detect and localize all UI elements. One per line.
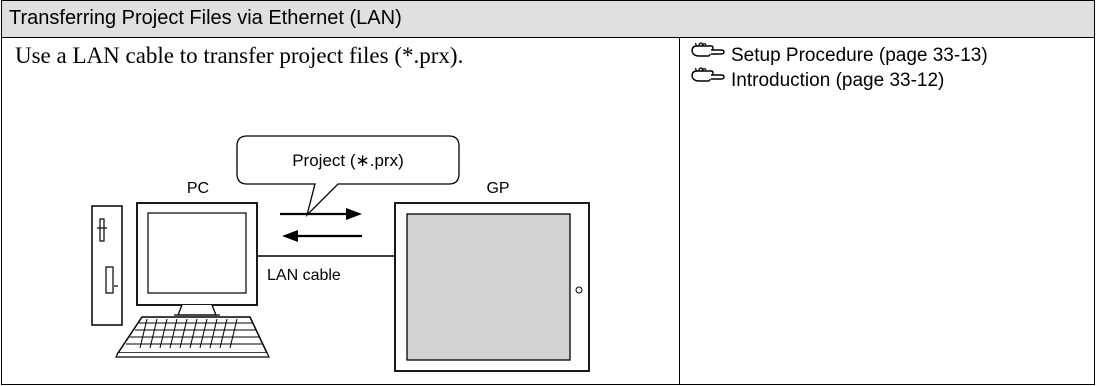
reference-link-setup-procedure[interactable]: Setup Procedure (page 33-13) [691, 41, 988, 68]
reference-link-introduction[interactable]: Introduction (page 33-12) [691, 66, 988, 93]
description-text: Use a LAN cable to transfer project file… [15, 43, 464, 68]
table-header: Transferring Project Files via Ethernet … [2, 1, 1094, 38]
column-divider [679, 38, 680, 385]
hand-pointer-icon [691, 41, 725, 57]
reference-list: Setup Procedure (page 33-13) Introductio… [691, 41, 988, 93]
callout-label: Project (∗.prx) [292, 151, 404, 170]
reference-label: Introduction (page 33-12) [731, 69, 945, 91]
pc-label: PC [187, 180, 209, 197]
lan-transfer-diagram: Project (∗.prx) PC GP [91, 135, 590, 372]
section-title: Transferring Project Files via Ethernet … [9, 7, 402, 29]
pc-monitor-icon [136, 202, 258, 316]
reference-label: Setup Procedure (page 33-13) [731, 44, 988, 66]
hand-pointer-icon [691, 66, 725, 82]
transfer-arrows-icon [280, 208, 362, 242]
project-callout: Project (∗.prx) [236, 135, 460, 218]
gp-device-icon [394, 202, 590, 372]
gp-label: GP [486, 180, 509, 197]
keyboard-icon [115, 316, 270, 358]
pc-tower-icon [91, 205, 123, 326]
lan-cable-label: LAN cable [267, 267, 341, 284]
